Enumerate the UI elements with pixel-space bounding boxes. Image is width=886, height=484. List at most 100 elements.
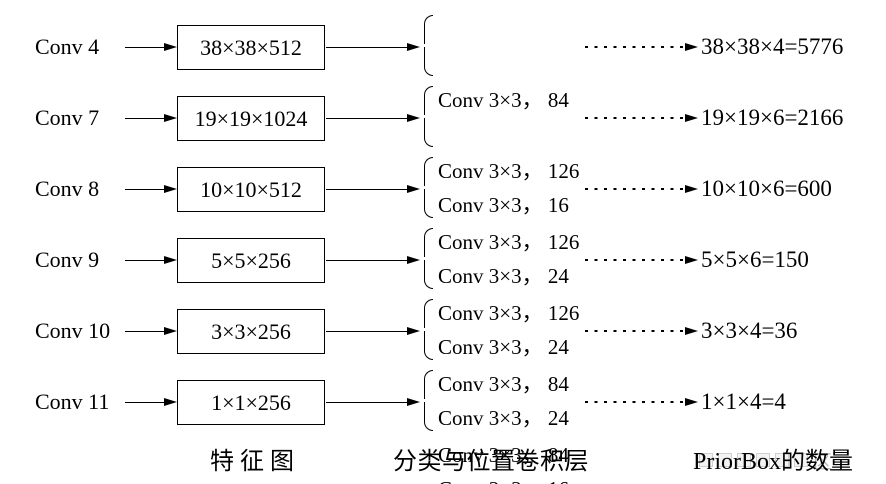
brace-top-hook [424, 86, 433, 115]
dotted-arrow-right-icon [585, 11, 698, 83]
arrow-head [407, 398, 420, 406]
arrow-line [326, 401, 408, 403]
diagram-row: Conv 4 38×38×512 Conv 3×3， 84 Conv 3×3， … [0, 11, 886, 217]
arrow-line [326, 117, 408, 119]
arrow-line [125, 259, 165, 261]
arrow-head [164, 398, 177, 406]
dotted-arrow-right-icon [585, 82, 698, 154]
feature-map-box: 5×5×256 [177, 238, 325, 283]
dotted-arrow-line [585, 329, 686, 333]
arrow-right-icon [125, 295, 177, 367]
brace-top-hook [424, 228, 433, 257]
priorbox-count: 10×10×6=600 [701, 176, 832, 201]
dotted-arrow-right-icon [585, 153, 698, 225]
conv-ops: Conv 3×3， 84 Conv 3×3， 16 [438, 368, 588, 484]
diagram-row: Conv 8 10×10×512 Conv 3×3， 126 Conv 3×3，… [0, 153, 886, 359]
brace-bottom-hook [424, 260, 433, 289]
brace-bottom-hook [424, 47, 433, 76]
watermark-glyph [718, 453, 732, 467]
conv-ops: Conv 3×3， 126 Conv 3×3， 24 [438, 155, 588, 435]
arrow-right-icon [326, 153, 420, 225]
conv-op-top: Conv 3×3， 126 [438, 230, 580, 254]
watermark-char: 区 [813, 451, 833, 473]
arrow-line [326, 259, 408, 261]
arrow-line [125, 117, 165, 119]
arrow-head [164, 185, 177, 193]
conv-op-top: Conv 3×3， 84 [438, 443, 569, 467]
arrow-right-icon [125, 11, 177, 83]
conv-op-bottom: Conv 3×3， 24 [438, 406, 569, 430]
footer-conv-layers-label: 分类与位置卷积层 [393, 449, 589, 475]
dotted-arrow-right-icon [585, 366, 698, 438]
conv-op-bottom: Conv 3×3， 24 [438, 264, 569, 288]
feature-map-box: 38×38×512 [177, 25, 325, 70]
conv-ops: Conv 3×3， 84 Conv 3×3， 16 [438, 297, 588, 484]
conv-ops: Conv 3×3， 126 Conv 3×3， 24 [438, 226, 588, 484]
conv-layer-label: Conv 8 [35, 176, 100, 201]
arrow-line [125, 401, 165, 403]
arrow-line [125, 46, 165, 48]
dotted-arrow-right-icon [585, 224, 698, 296]
conv-ops: Conv 3×3， 126 Conv 3×3， 24 [438, 84, 588, 364]
priorbox-count: 38×38×4=5776 [701, 34, 844, 59]
conv-layer-label: Conv 11 [35, 389, 110, 414]
dotted-arrow-right-icon [585, 295, 698, 367]
arrow-head [164, 43, 177, 51]
feature-map-box: 19×19×1024 [177, 96, 325, 141]
arrow-right-icon [125, 366, 177, 438]
diagram-row: Conv 11 1×1×256 Conv 3×3， 84 Conv 3×3， 1… [0, 366, 886, 467]
dotted-arrow-line [585, 258, 686, 262]
footer-priorbox-label: PriorBox的数量 [693, 449, 854, 475]
conv-layer-label: Conv 10 [35, 318, 111, 343]
arrow-line [125, 188, 165, 190]
conv-op-top: Conv 3×3， 126 [438, 159, 580, 183]
arrow-head [685, 398, 698, 406]
left-brace-icon [424, 157, 434, 221]
arrow-head [164, 256, 177, 264]
priorbox-count: 1×1×4=4 [701, 389, 786, 414]
left-brace-icon [424, 15, 434, 79]
conv-op-bottom: Conv 3×3， 16 [438, 193, 569, 217]
arrow-right-icon [326, 366, 420, 438]
watermark: 区 [699, 451, 832, 473]
arrow-line [125, 330, 165, 332]
conv-op-bottom: Conv 3×3， 16 [438, 472, 588, 484]
diagram-row: Conv 7 19×19×1024 Conv 3×3， 126 Conv 3×3… [0, 82, 886, 288]
conv-layer-label: Conv 9 [35, 247, 100, 272]
arrow-line [326, 188, 408, 190]
arrow-right-icon [125, 82, 177, 154]
arrow-right-icon [326, 11, 420, 83]
feature-map-box: 3×3×256 [177, 309, 325, 354]
watermark-glyph [794, 453, 808, 467]
brace-bottom-hook [424, 118, 433, 147]
conv-op-top: Conv 3×3， 84 [438, 372, 569, 396]
dotted-arrow-line [585, 400, 686, 404]
conv-ops: Conv 3×3， 84 Conv 3×3， 16 [438, 13, 588, 293]
arrow-head [164, 327, 177, 335]
priorbox-count: 5×5×6=150 [701, 247, 809, 272]
arrow-head [407, 114, 420, 122]
conv-op-bottom: Conv 3×3， 24 [438, 335, 569, 359]
left-brace-icon [424, 86, 434, 150]
brace-bottom-hook [424, 402, 433, 431]
arrow-line [326, 46, 408, 48]
arrow-head [685, 43, 698, 51]
arrow-right-icon [326, 82, 420, 154]
watermark-glyph [737, 453, 751, 467]
arrow-right-icon [125, 224, 177, 296]
arrow-head [407, 327, 420, 335]
watermark-glyph [775, 453, 789, 467]
arrow-right-icon [326, 224, 420, 296]
arrow-right-icon [125, 153, 177, 225]
brace-top-hook [424, 370, 433, 399]
brace-top-hook [424, 157, 433, 186]
conv-layer-label: Conv 7 [35, 105, 100, 130]
priorbox-count: 19×19×6=2166 [701, 105, 844, 130]
arrow-head [164, 114, 177, 122]
arrow-head [685, 256, 698, 264]
dotted-arrow-line [585, 45, 686, 49]
watermark-glyph [699, 453, 713, 467]
brace-top-hook [424, 15, 433, 44]
arrow-head [685, 185, 698, 193]
